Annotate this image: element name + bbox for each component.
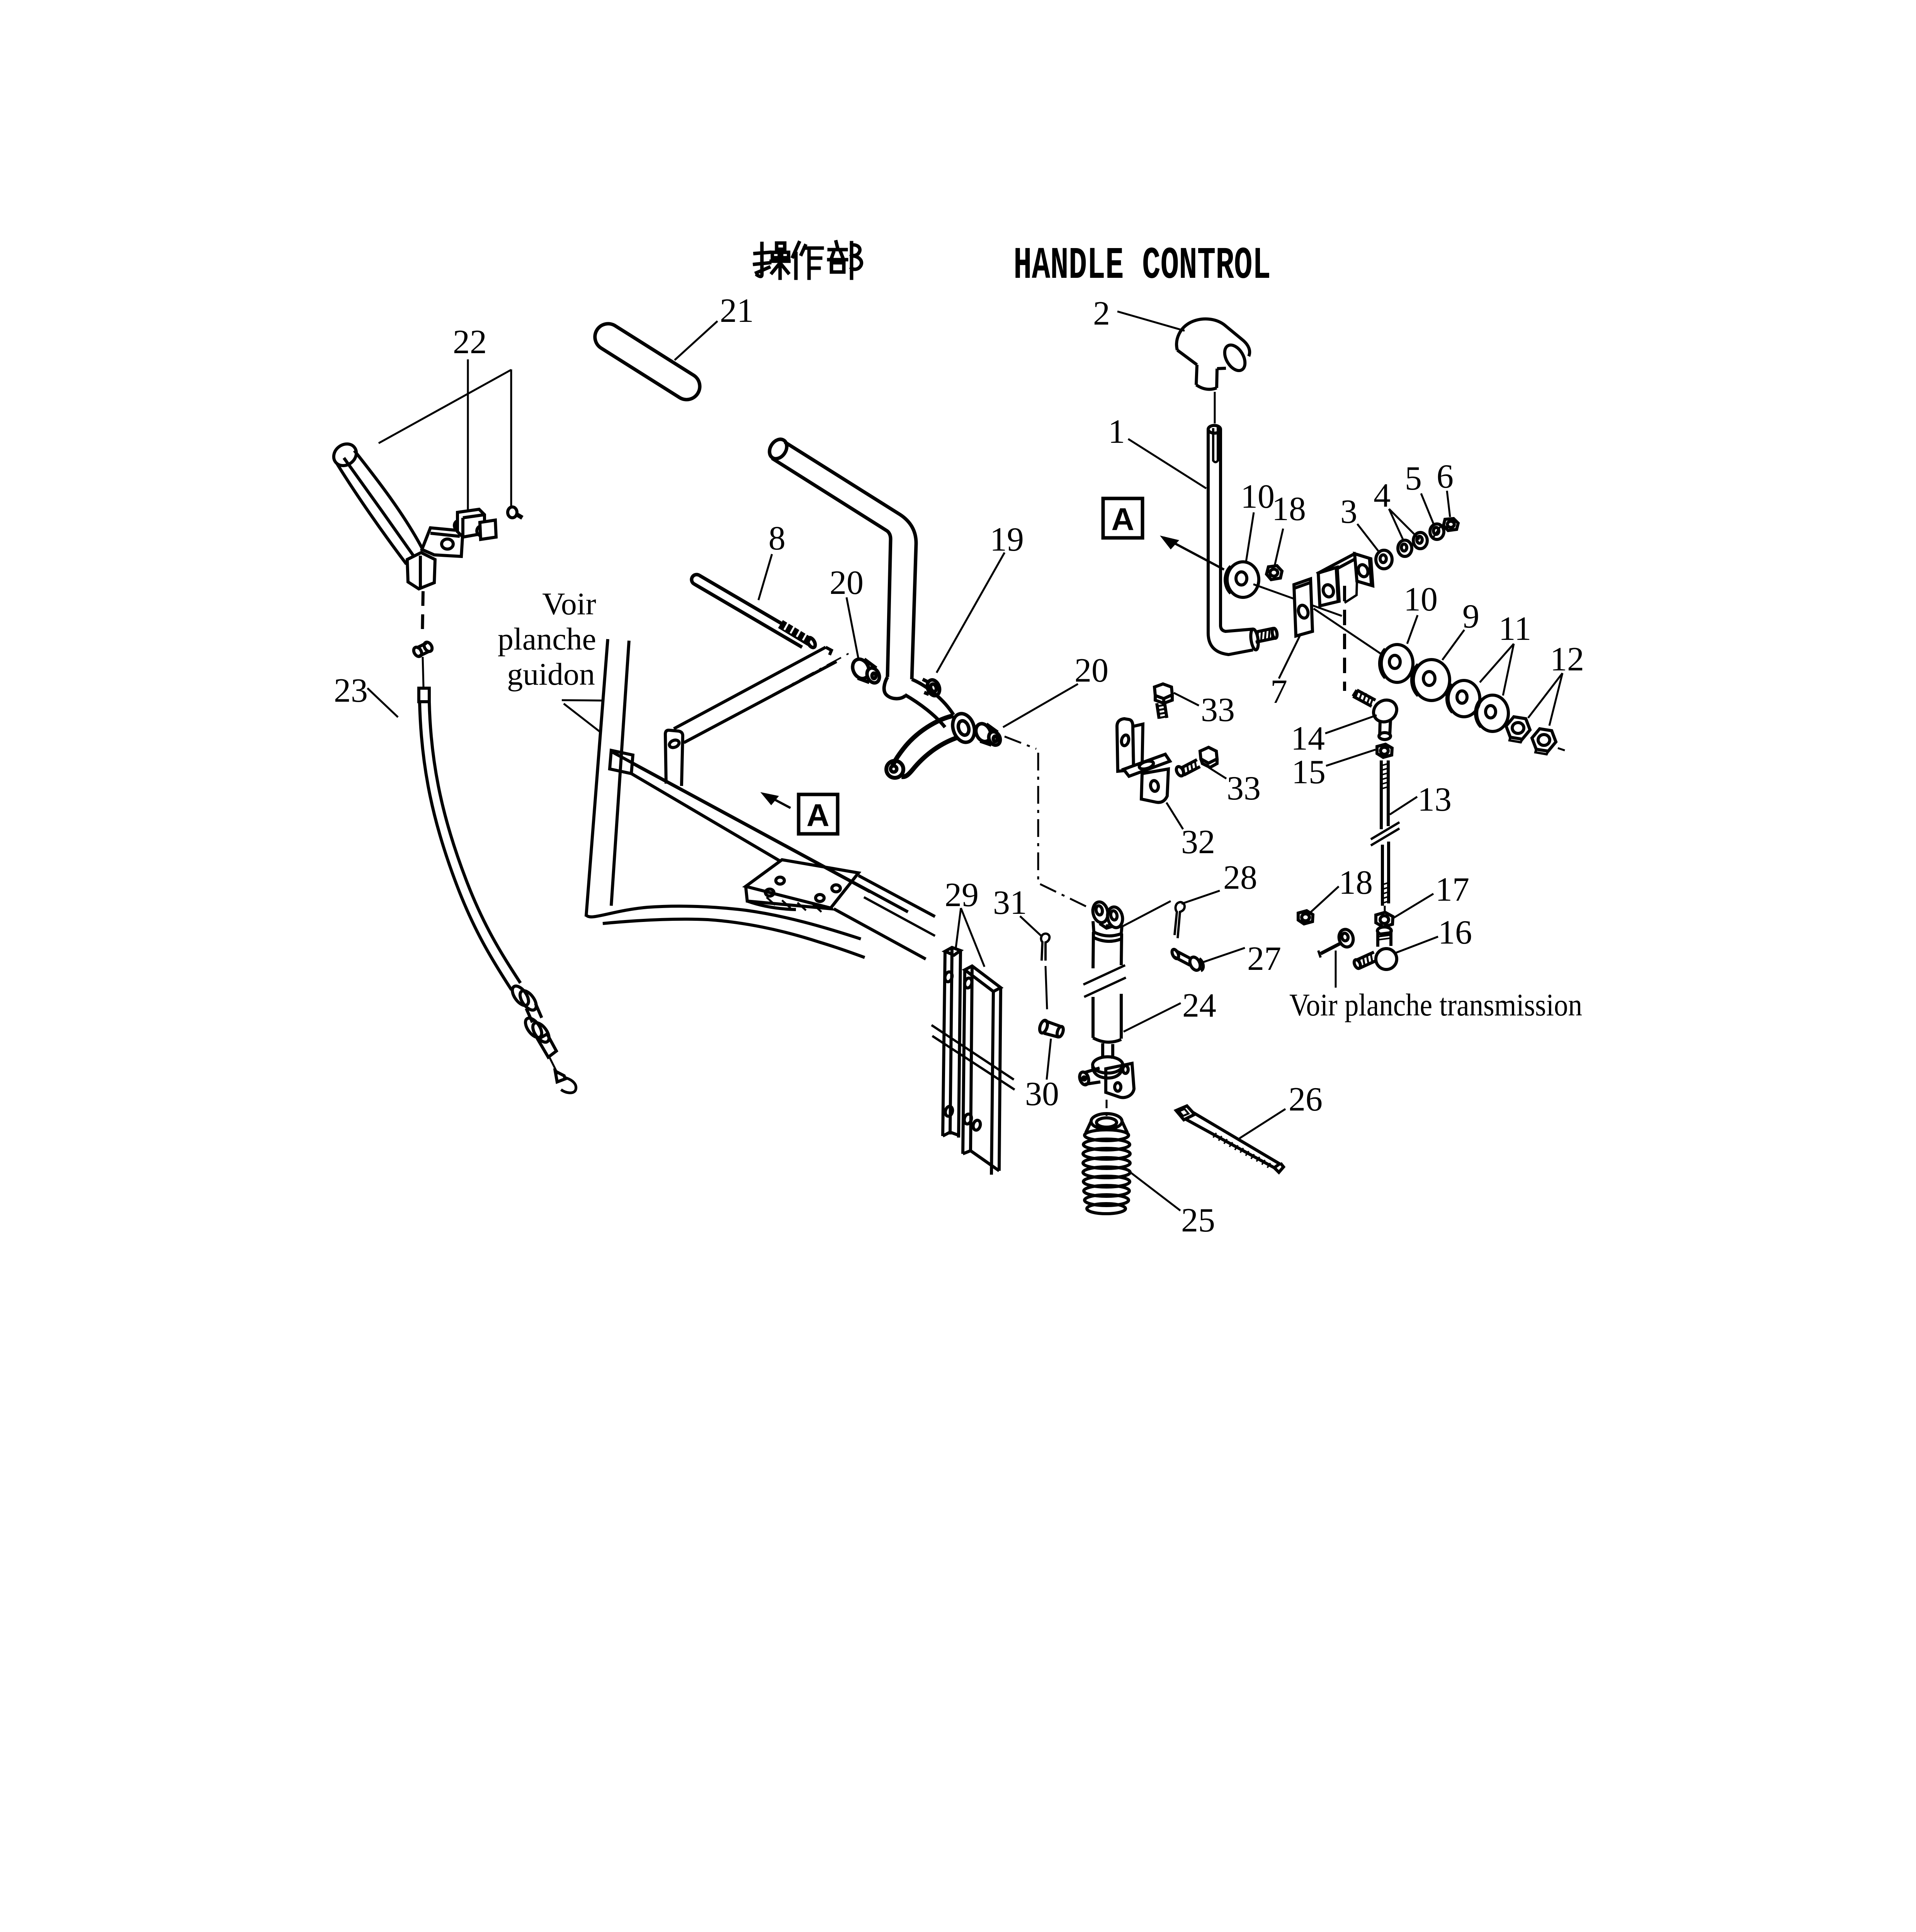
- svg-text:A: A: [1111, 502, 1134, 537]
- svg-text:23: 23: [334, 672, 368, 709]
- svg-text:planche: planche: [498, 621, 596, 656]
- svg-text:7: 7: [1270, 673, 1287, 711]
- svg-text:20: 20: [1074, 652, 1108, 689]
- svg-text:27: 27: [1247, 940, 1281, 978]
- svg-text:33: 33: [1201, 691, 1235, 729]
- svg-text:Voir: Voir: [542, 586, 596, 621]
- svg-text:19: 19: [990, 521, 1024, 558]
- svg-text:9: 9: [1462, 598, 1479, 635]
- svg-text:11: 11: [1499, 610, 1532, 648]
- svg-text:13: 13: [1418, 781, 1452, 818]
- svg-text:guidon: guidon: [507, 656, 595, 692]
- svg-text:10: 10: [1404, 581, 1438, 618]
- svg-text:12: 12: [1550, 641, 1584, 678]
- svg-text:14: 14: [1291, 720, 1325, 757]
- svg-text:22: 22: [453, 323, 487, 361]
- svg-text:5: 5: [1405, 460, 1422, 497]
- svg-text:A: A: [806, 798, 829, 833]
- svg-text:18: 18: [1272, 490, 1306, 528]
- svg-text:15: 15: [1292, 753, 1326, 791]
- svg-text:3: 3: [1340, 493, 1357, 531]
- svg-text:26: 26: [1289, 1081, 1323, 1118]
- svg-text:31: 31: [993, 884, 1027, 922]
- svg-text:2: 2: [1093, 295, 1110, 332]
- svg-text:4: 4: [1374, 477, 1391, 514]
- svg-text:Voir planche transmission: Voir planche transmission: [1289, 987, 1582, 1022]
- svg-text:10: 10: [1241, 478, 1275, 515]
- svg-text:32: 32: [1181, 823, 1215, 861]
- svg-text:28: 28: [1223, 859, 1257, 896]
- svg-text:25: 25: [1181, 1202, 1215, 1239]
- svg-text:21: 21: [720, 292, 754, 330]
- svg-text:1: 1: [1108, 413, 1125, 451]
- svg-text:17: 17: [1435, 871, 1469, 908]
- svg-text:8: 8: [768, 520, 785, 557]
- svg-text:HANDLE CONTROL: HANDLE CONTROL: [1013, 241, 1271, 292]
- svg-text:6: 6: [1437, 458, 1454, 495]
- svg-text:30: 30: [1025, 1075, 1059, 1113]
- svg-text:20: 20: [830, 564, 864, 602]
- svg-text:33: 33: [1227, 770, 1261, 807]
- svg-text:24: 24: [1182, 987, 1216, 1024]
- svg-text:29: 29: [945, 876, 979, 914]
- svg-text:16: 16: [1438, 914, 1472, 951]
- svg-text:18: 18: [1339, 864, 1373, 901]
